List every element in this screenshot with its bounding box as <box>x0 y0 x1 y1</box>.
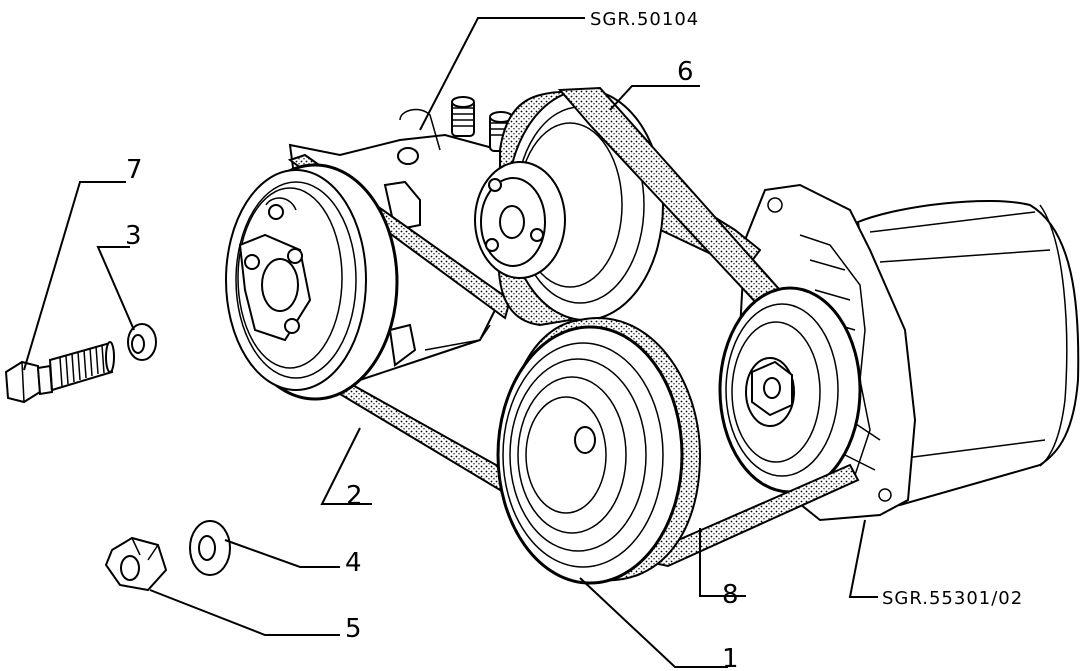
callout-6: 6 <box>677 57 694 87</box>
stud <box>451 96 475 137</box>
washer <box>127 323 157 361</box>
callout-1: 1 <box>722 644 739 671</box>
alternator-pulley <box>718 286 862 494</box>
callout-2: 2 <box>346 481 363 511</box>
reference-code-top: SGR.50104 <box>590 9 699 30</box>
callout-4: 4 <box>345 548 362 578</box>
nut <box>104 536 168 592</box>
callout-5: 5 <box>345 614 362 644</box>
washer <box>189 520 231 576</box>
callout-7: 7 <box>126 155 143 185</box>
callout-3: 3 <box>125 221 142 251</box>
reference-code-right: SGR.55301/02 <box>882 588 1023 609</box>
leader-lines <box>23 17 878 668</box>
bolt <box>4 341 115 404</box>
crankshaft-pulley <box>496 317 702 585</box>
callout-8: 8 <box>722 580 739 610</box>
compressor-pulley <box>225 163 399 401</box>
